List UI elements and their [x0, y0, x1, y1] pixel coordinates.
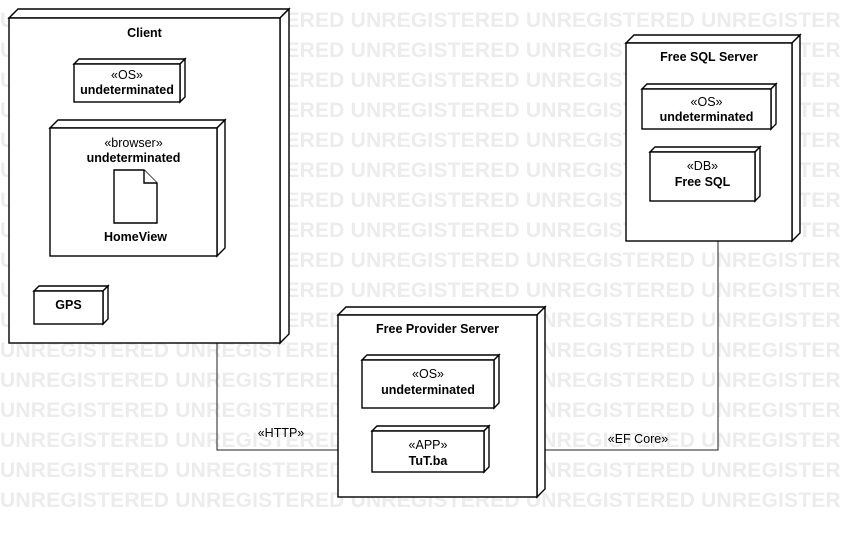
app-stereotype: «APP»	[409, 438, 448, 452]
sql-os-name: undeterminated	[660, 110, 754, 124]
connector-http[interactable]	[216, 343, 372, 451]
app-name: TuT.ba	[409, 454, 449, 468]
document-icon	[113, 169, 158, 224]
node-client-title: Client	[127, 26, 163, 40]
client-os-stereotype: «OS»	[111, 68, 143, 82]
homeview-name: HomeView	[104, 230, 167, 244]
component-client-os[interactable]: «OS» undeterminated	[72, 57, 187, 104]
component-provider-os[interactable]: «OS» undeterminated	[360, 353, 501, 410]
node-sql-server[interactable]: Free SQL Server	[624, 33, 802, 243]
provider-os-stereotype: «OS»	[412, 367, 444, 381]
sql-os-stereotype: «OS»	[691, 95, 723, 109]
client-os-name: undeterminated	[80, 83, 174, 97]
browser-stereotype: «browser»	[104, 136, 162, 150]
component-sql-os[interactable]: «OS» undeterminated	[640, 82, 778, 131]
connector-ef-core[interactable]	[487, 201, 719, 451]
db-name: Free SQL	[675, 175, 731, 189]
db-stereotype: «DB»	[687, 159, 718, 173]
browser-name: undeterminated	[87, 151, 181, 165]
ef-core-connection-label: «EF Core»	[608, 432, 668, 446]
artifact-homeview[interactable]: HomeView	[104, 169, 167, 244]
provider-os-name: undeterminated	[381, 383, 475, 397]
component-db[interactable]: «DB» Free SQL	[648, 145, 762, 203]
component-gps[interactable]: GPS	[32, 284, 110, 326]
gps-name: GPS	[55, 298, 81, 312]
node-provider-server-title: Free Provider Server	[376, 322, 499, 336]
node-sql-server-title: Free SQL Server	[660, 50, 758, 64]
http-connection-label: «HTTP»	[258, 426, 305, 440]
component-app[interactable]: «APP» TuT.ba	[370, 424, 491, 474]
